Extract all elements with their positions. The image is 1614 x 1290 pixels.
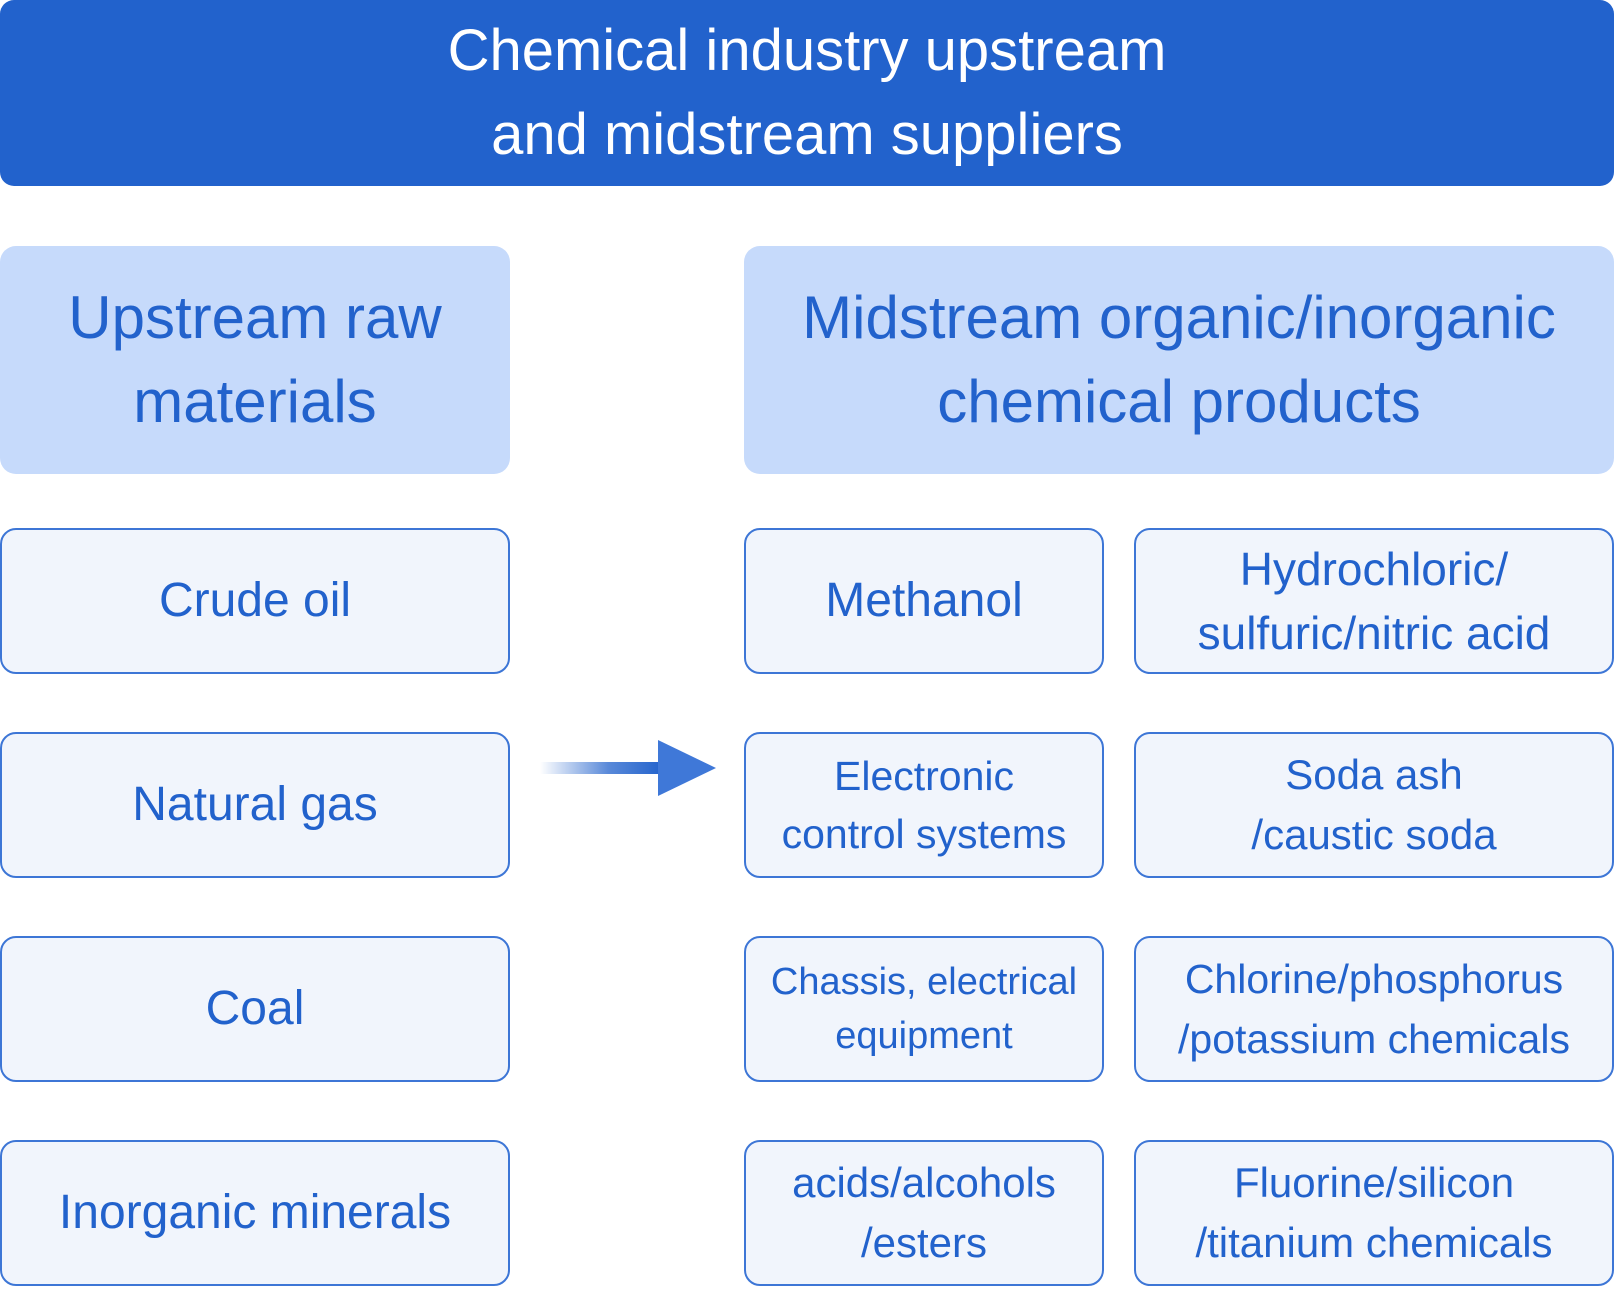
upstream-item-inorganic-minerals: Inorganic minerals bbox=[0, 1140, 510, 1286]
midstream-heading-box: Midstream organic/inorganic chemical pro… bbox=[744, 246, 1614, 474]
midstream-item-label: Electronic control systems bbox=[781, 753, 1067, 857]
midstream-item-acids-alcohols-esters: acids/alcohols /esters bbox=[744, 1140, 1104, 1286]
upstream-item-label: Crude oil bbox=[158, 574, 352, 627]
midstream-item-soda-ash-caustic-soda: Soda ash /caustic soda bbox=[1134, 732, 1614, 878]
upstream-item-label: Natural gas bbox=[132, 778, 378, 831]
midstream-item-fluorine-silicon-titanium-chemicals: Fluorine/silicon /titanium chemicals bbox=[1134, 1140, 1614, 1286]
midstream-item-label: Soda ash /caustic soda bbox=[1251, 751, 1497, 858]
upstream-item-label: Coal bbox=[205, 982, 305, 1035]
midstream-item-label: Hydrochloric/ sulfuric/nitric acid bbox=[1197, 543, 1551, 659]
diagram-title-banner: Chemical industry upstream and midstream… bbox=[0, 0, 1614, 186]
midstream-item-chlorine-phosphorus-potassium-chemicals: Chlorine/phosphorus /potassium chemicals bbox=[1134, 936, 1614, 1082]
upstream-item-crude-oil: Crude oil bbox=[0, 528, 510, 674]
midstream-item-hydrochloric-sulfuric-nitric-acid: Hydrochloric/ sulfuric/nitric acid bbox=[1134, 528, 1614, 674]
midstream-item-label: Chlorine/phosphorus /potassium chemicals bbox=[1178, 956, 1570, 1062]
diagram-title: Chemical industry upstream and midstream… bbox=[447, 18, 1167, 167]
upstream-item-natural-gas: Natural gas bbox=[0, 732, 510, 878]
midstream-item-label: Fluorine/silicon /titanium chemicals bbox=[1195, 1159, 1553, 1266]
midstream-item-label: Chassis, electrical equipment bbox=[770, 961, 1078, 1057]
midstream-item-methanol: Methanol bbox=[744, 528, 1104, 674]
midstream-item-label: acids/alcohols /esters bbox=[792, 1159, 1056, 1266]
midstream-item-chassis-electrical-equipment: Chassis, electrical equipment bbox=[744, 936, 1104, 1082]
midstream-heading: Midstream organic/inorganic chemical pro… bbox=[802, 284, 1556, 435]
arrow-right-icon bbox=[540, 740, 716, 796]
upstream-heading-box: Upstream raw materials bbox=[0, 246, 510, 474]
midstream-item-label: Methanol bbox=[825, 574, 1023, 627]
midstream-item-electronic-control-systems: Electronic control systems bbox=[744, 732, 1104, 878]
upstream-heading: Upstream raw materials bbox=[68, 284, 442, 435]
upstream-item-label: Inorganic minerals bbox=[58, 1186, 452, 1239]
upstream-item-coal: Coal bbox=[0, 936, 510, 1082]
